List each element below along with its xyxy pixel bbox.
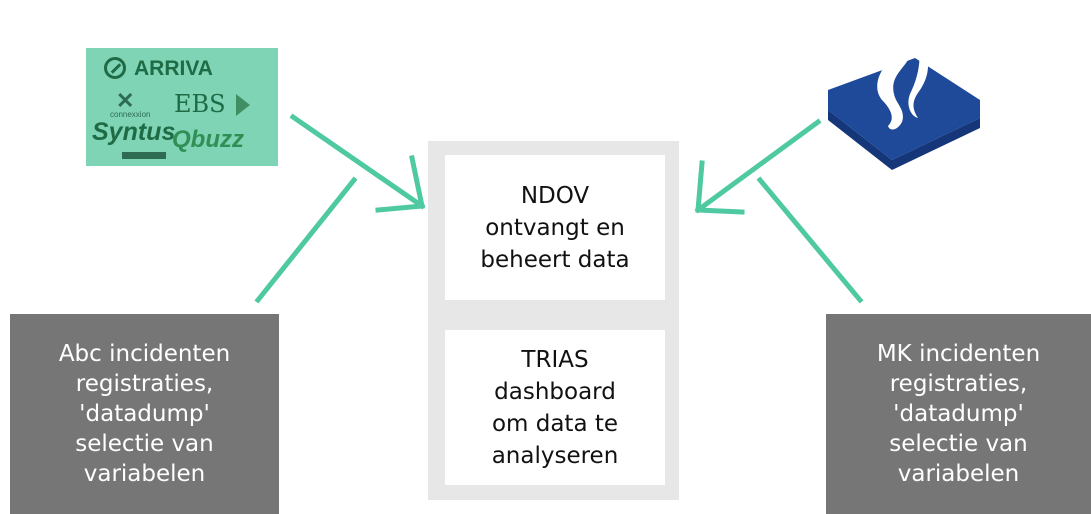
arriva-logo-icon <box>104 57 126 79</box>
police-emblem-icon <box>828 10 980 170</box>
trias-box: TRIAS dashboard om data te analyseren <box>445 330 665 485</box>
line-right-box-to-police <box>756 176 864 304</box>
abc-incidents-box: Abc incidenten registraties, 'datadump' … <box>10 314 279 514</box>
arrow-logos-to-ndov-head <box>375 155 426 213</box>
trias-label: TRIAS dashboard om data te analyseren <box>491 346 619 469</box>
mk-incidents-label: MK incidenten registraties, 'datadump' s… <box>876 341 1041 487</box>
arrow-logos-to-ndov <box>289 113 426 210</box>
ndov-label: NDOV ontvangt en beheert data <box>480 182 630 273</box>
ndov-box: NDOV ontvangt en beheert data <box>445 155 665 300</box>
arriva-logo-text: ARRIVA <box>134 57 213 80</box>
mk-incidents-box: MK incidenten registraties, 'datadump' s… <box>826 314 1091 514</box>
syntus-logo-text: Syntus <box>92 118 176 146</box>
connexxion-logo-icon: ✕ <box>116 88 135 113</box>
keolis-bar-icon <box>122 152 166 159</box>
arrow-police-to-ndov <box>694 118 822 214</box>
qbuzz-logo-text: Qbuzz <box>172 126 244 153</box>
transport-operators-logos: ARRIVA ✕ connexxion EBS Syntus Qbuzz <box>86 48 278 166</box>
line-left-box-to-logos <box>254 176 358 304</box>
ebs-logo-icon <box>236 94 250 116</box>
connexxion-logo-text: connexxion <box>110 110 151 119</box>
ebs-logo-text: EBS <box>174 90 226 118</box>
arrow-police-to-ndov-head <box>695 160 745 215</box>
abc-incidents-label: Abc incidenten registraties, 'datadump' … <box>58 341 231 487</box>
